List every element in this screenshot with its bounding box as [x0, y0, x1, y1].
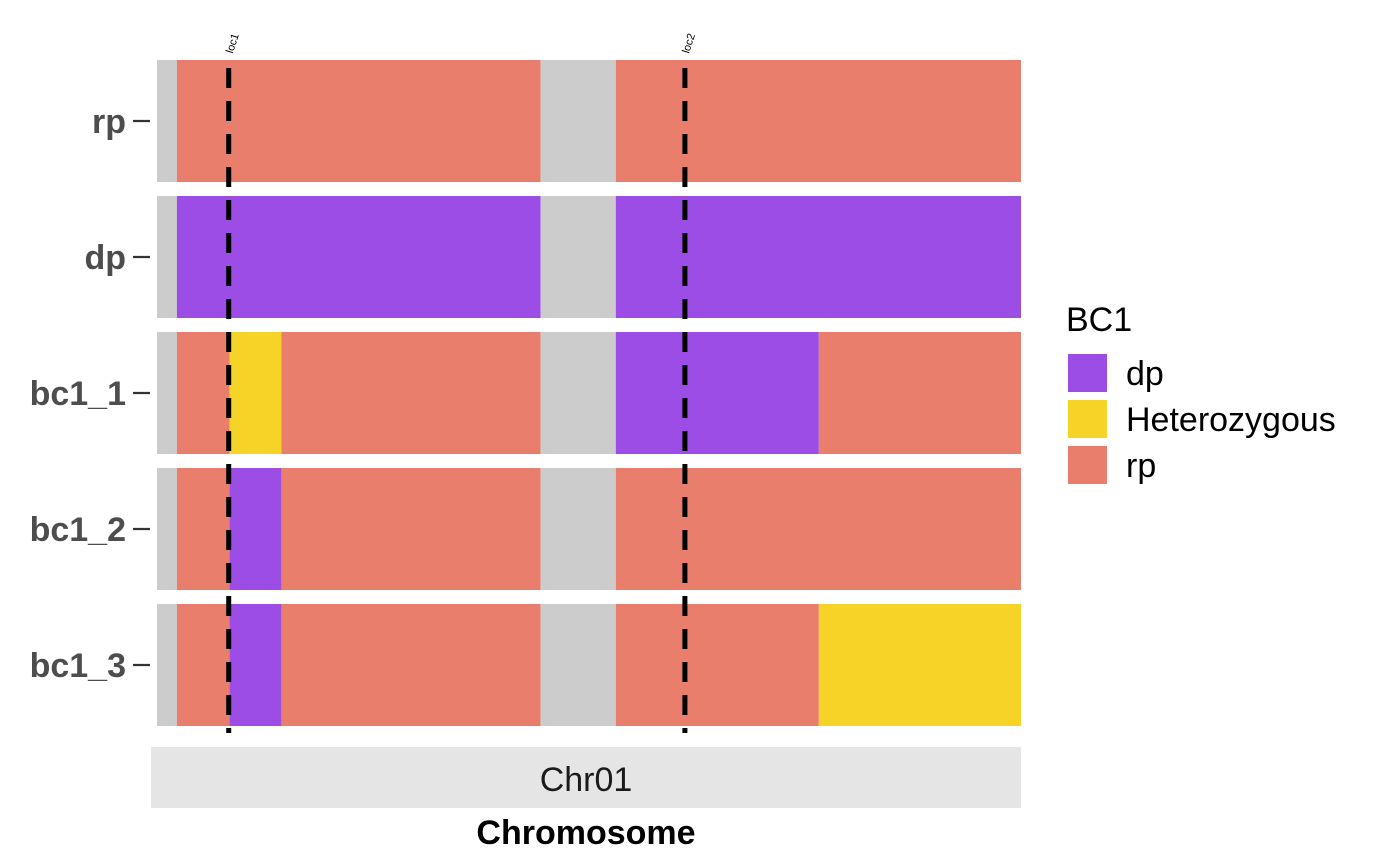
y-tick-label-bc1_3: bc1_3: [30, 647, 126, 685]
segment-bc1_2-missing: [540, 468, 616, 590]
segment-rp-rp: [615, 60, 1021, 182]
legend-label-rp: rp: [1126, 447, 1156, 485]
segment-rp-missing: [157, 60, 177, 182]
legend-entry-heterozygous: Heterozygous: [1068, 400, 1336, 439]
legend-label-heterozygous: Heterozygous: [1126, 401, 1336, 439]
segment-bc1_3-dp: [229, 604, 282, 726]
sample-row-dp: [157, 196, 1021, 318]
sample-row-rp: [157, 60, 1021, 182]
segment-bc1_1-heterozygous: [229, 332, 282, 454]
segment-bc1_3-rp: [281, 604, 541, 726]
segment-bc1_1-dp: [615, 332, 819, 454]
y-axis: rp dp bc1_1 bc1_2 bc1_3: [30, 103, 150, 685]
facet-strip-label: Chr01: [540, 761, 633, 799]
legend-key-rp: [1068, 446, 1107, 484]
marker-label-loc1: loc1: [224, 32, 242, 55]
y-tick-label-bc1_2: bc1_2: [30, 511, 126, 549]
x-axis-title: Chromosome: [476, 814, 695, 852]
marker-label-loc2: loc2: [680, 32, 698, 55]
segment-bc1_1-rp: [818, 332, 1021, 454]
segment-bc1_3-rp: [176, 604, 230, 726]
segment-bc1_1-rp: [281, 332, 541, 454]
segment-bc1_3-rp: [615, 604, 819, 726]
sample-row-bc1_1: [157, 332, 1021, 454]
facet-strip-background: [151, 747, 1021, 808]
segment-bc1_1-missing: [540, 332, 616, 454]
segment-dp-dp: [176, 196, 541, 318]
sample-row-bc1_2: [157, 468, 1021, 590]
facet-strip: Chr01: [151, 747, 1021, 808]
segment-bc1_2-missing: [157, 468, 177, 590]
segment-dp-missing: [540, 196, 616, 318]
legend-key-heterozygous: [1068, 400, 1107, 438]
y-tick-label-bc1_1: bc1_1: [30, 375, 126, 413]
legend-title: BC1: [1066, 301, 1132, 339]
sample-row-bc1_3: [157, 604, 1021, 726]
legend-label-dp: dp: [1126, 355, 1164, 393]
segment-dp-missing: [157, 196, 177, 318]
legend-entry-rp: rp: [1068, 446, 1156, 485]
plot-panel: [157, 60, 1021, 726]
marker-lines: loc1 loc2: [224, 32, 698, 733]
y-tick-label-dp: dp: [84, 239, 126, 277]
legend-entry-dp: dp: [1068, 354, 1164, 393]
legend-key-dp: [1068, 354, 1107, 392]
segment-bc1_2-rp: [615, 468, 1021, 590]
segment-bc1_3-heterozygous: [818, 604, 1021, 726]
segment-rp-rp: [176, 60, 541, 182]
segment-bc1_3-missing: [157, 604, 177, 726]
segment-bc1_1-rp: [176, 332, 230, 454]
segment-bc1_1-missing: [157, 332, 177, 454]
segment-bc1_3-missing: [540, 604, 616, 726]
segment-bc1_2-dp: [229, 468, 282, 590]
segment-rp-missing: [540, 60, 616, 182]
segment-bc1_2-rp: [176, 468, 230, 590]
y-tick-label-rp: rp: [92, 103, 126, 141]
segment-dp-dp: [615, 196, 1021, 318]
segment-bc1_2-rp: [281, 468, 541, 590]
